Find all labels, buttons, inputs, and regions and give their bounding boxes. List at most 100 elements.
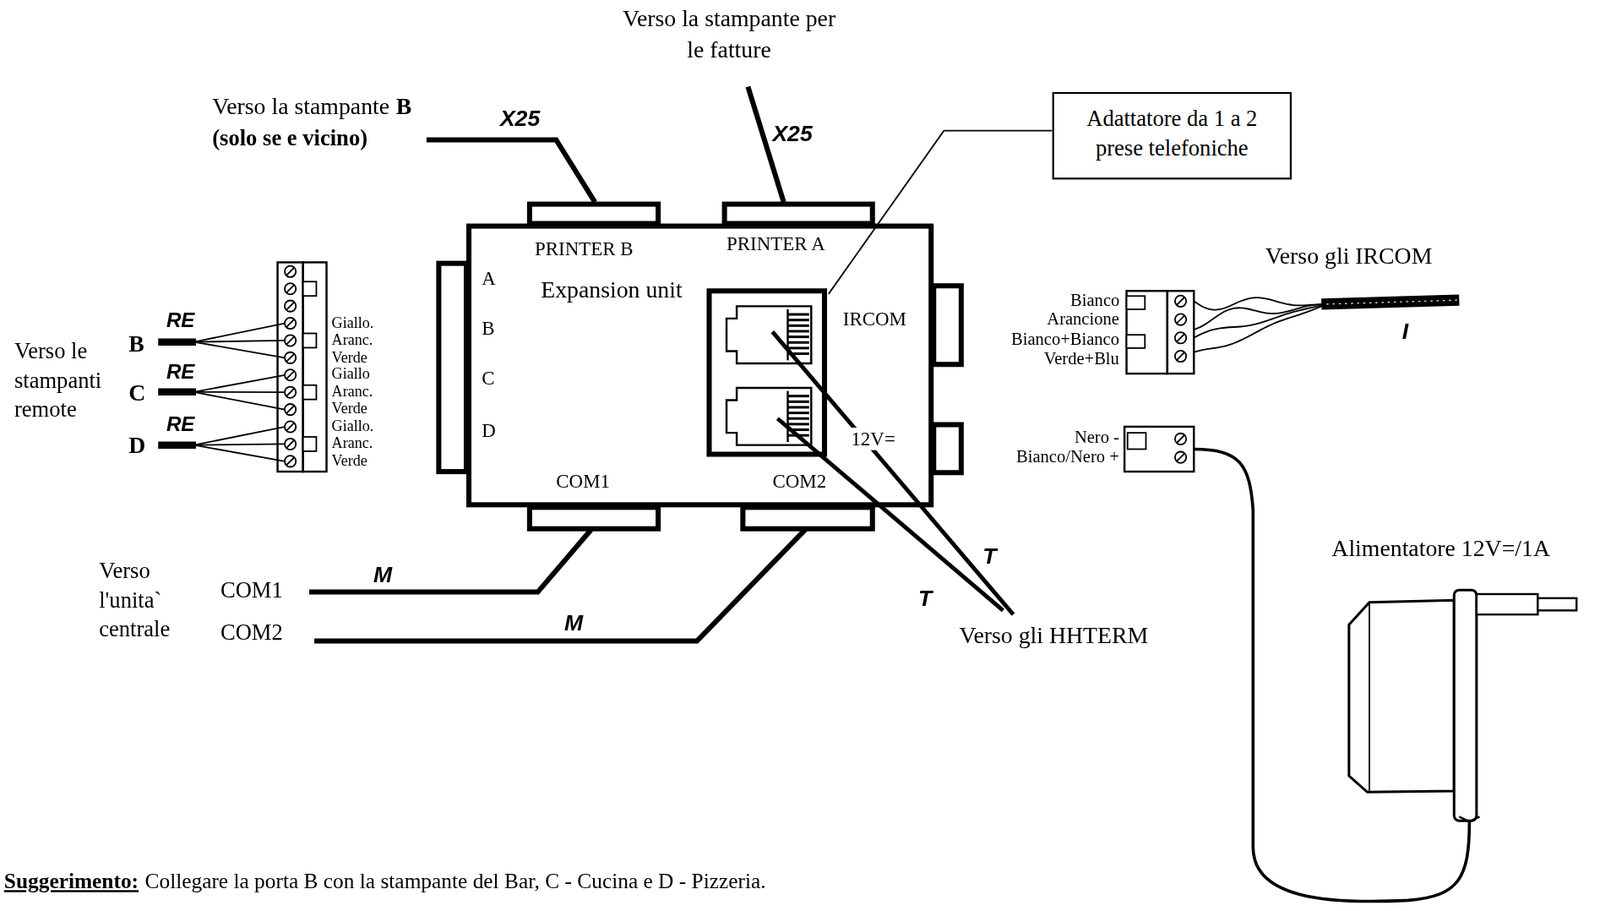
x25-cable bbox=[426, 139, 595, 202]
terminal-screw bbox=[1175, 295, 1187, 307]
label-text: B bbox=[396, 93, 413, 121]
power-adapter-body bbox=[1349, 599, 1454, 792]
node-text: PRINTER B bbox=[533, 237, 637, 260]
screw-slot bbox=[286, 423, 294, 431]
terminal-screw bbox=[284, 282, 296, 294]
m-cable bbox=[309, 528, 593, 593]
label-text: Suggerimento: bbox=[4, 868, 139, 893]
label-text: Bianco bbox=[1070, 290, 1120, 311]
screw-slot bbox=[286, 440, 294, 448]
node-text: 12V= bbox=[848, 427, 898, 450]
adapter-front bbox=[1453, 589, 1477, 821]
label-text: RE bbox=[166, 308, 196, 332]
terminal-screw bbox=[284, 438, 296, 450]
terminal-tab bbox=[1127, 432, 1147, 449]
label-text: T bbox=[982, 543, 996, 570]
re-wire bbox=[194, 445, 286, 462]
cable-texture bbox=[1326, 299, 1458, 305]
screw-slot bbox=[286, 267, 294, 276]
expansion-unit-box: PRINTER BPRINTER AAExpansion unitBIRCOMC… bbox=[466, 223, 934, 508]
t-cable bbox=[777, 418, 1003, 610]
terminal-screw bbox=[284, 369, 296, 381]
adapter-plug bbox=[1476, 593, 1538, 615]
terminal-tab bbox=[303, 281, 317, 296]
terminal-block bbox=[1167, 290, 1194, 374]
re-wire bbox=[194, 391, 286, 410]
re-cable bbox=[157, 440, 196, 448]
terminal-tab bbox=[303, 385, 317, 400]
label-text: Alimentatore 12V=/1A bbox=[1331, 535, 1551, 563]
jack-pin bbox=[788, 329, 810, 332]
node-text: IRCOM bbox=[840, 308, 909, 331]
jack-pin bbox=[788, 324, 810, 327]
screw-slot bbox=[1176, 315, 1185, 324]
node-text: Adattatore da 1 a 2 prese telefoniche bbox=[1061, 103, 1282, 163]
com1-port bbox=[529, 506, 659, 528]
jack-pin bbox=[788, 341, 810, 344]
label-text: Bianco+Bianco bbox=[1011, 329, 1120, 350]
label-text: RE bbox=[166, 412, 196, 436]
terminal-screw bbox=[284, 455, 296, 467]
screw-slot bbox=[1176, 352, 1185, 360]
terminal-screw bbox=[1175, 331, 1187, 343]
callout-box: Adattatore da 1 a 2 prese telefoniche bbox=[1051, 92, 1292, 180]
terminal-screw bbox=[284, 334, 296, 346]
jack-pin bbox=[788, 411, 810, 414]
label-text: Collegare la porta B con la stampante de… bbox=[145, 868, 767, 893]
screw-slot bbox=[1176, 453, 1185, 462]
screw-slot bbox=[286, 302, 294, 311]
label-text: Verso la stampante per le fatture bbox=[614, 4, 844, 66]
label-text: T bbox=[918, 585, 932, 612]
re-wire bbox=[194, 323, 286, 343]
screw-slot bbox=[286, 353, 294, 362]
terminal-block bbox=[277, 261, 304, 472]
jack-pin bbox=[788, 346, 810, 349]
adapter-edge bbox=[1368, 602, 1371, 793]
label-text: D bbox=[128, 432, 146, 460]
ircom-wire bbox=[1193, 304, 1327, 353]
rj-jack bbox=[726, 305, 811, 364]
power-port bbox=[933, 424, 962, 473]
ircom-port bbox=[933, 285, 962, 365]
terminal-screw bbox=[1175, 313, 1187, 325]
jack-pin bbox=[788, 417, 810, 420]
jack-pin bbox=[788, 405, 810, 409]
illustration-group bbox=[157, 87, 1577, 902]
re-wire bbox=[194, 391, 286, 393]
terminal-screw bbox=[1175, 451, 1187, 463]
label-text: Aranc. bbox=[331, 331, 374, 349]
label-text: Bianco/Nero + bbox=[1016, 446, 1120, 468]
label-text: Aranc. bbox=[331, 382, 374, 401]
label-text: Verso le stampanti remote bbox=[14, 337, 121, 425]
power-cable bbox=[1193, 448, 1470, 901]
label-text: Giallo. bbox=[331, 417, 375, 436]
label-text: B bbox=[128, 330, 145, 358]
label-text: Verso la stampante bbox=[212, 93, 390, 121]
node-text: C bbox=[479, 367, 497, 390]
terminal-screw bbox=[284, 386, 296, 398]
label-text: M bbox=[564, 609, 583, 637]
node-text: A bbox=[479, 266, 498, 289]
terminal-tab bbox=[1126, 334, 1146, 349]
jack-pin bbox=[788, 335, 810, 338]
ircom-cable bbox=[1321, 299, 1459, 305]
terminal-screw bbox=[284, 317, 296, 329]
ircom-wire bbox=[1193, 304, 1327, 338]
node-text: COM1 bbox=[554, 470, 613, 493]
re-cable bbox=[157, 337, 196, 345]
terminal-screw bbox=[284, 420, 296, 432]
screw-slot bbox=[286, 370, 294, 379]
terminal-tab bbox=[303, 436, 317, 452]
terminal-tab bbox=[303, 333, 317, 349]
terminal-screw bbox=[1175, 433, 1187, 445]
jack-pin bbox=[788, 400, 810, 403]
label-text: Giallo. bbox=[331, 314, 375, 332]
re-wire bbox=[194, 443, 286, 445]
node-text: D bbox=[479, 419, 498, 441]
label-text: Verde+Blu bbox=[1044, 348, 1120, 370]
label-text: RE bbox=[166, 359, 196, 384]
screw-slot bbox=[286, 284, 294, 293]
adapter-pin bbox=[1537, 598, 1577, 610]
terminal-tab bbox=[1126, 295, 1146, 310]
